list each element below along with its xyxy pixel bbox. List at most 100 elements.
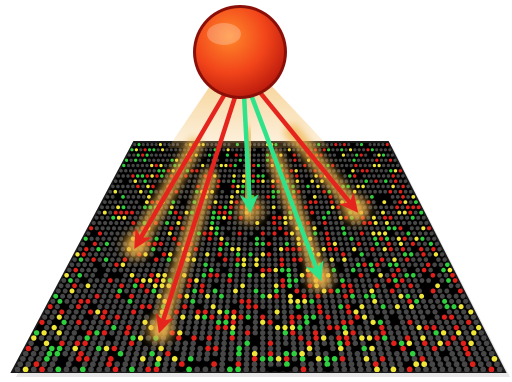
chip-spot (108, 189, 113, 194)
chip-spot (423, 257, 429, 262)
chip-spot (315, 350, 321, 357)
chip-spot (321, 247, 326, 252)
chip-spot (190, 340, 196, 347)
chip-spot (132, 283, 138, 289)
chip-spot (159, 163, 163, 168)
chip-spot (242, 247, 247, 252)
chip-spot (194, 278, 199, 283)
chip-spot (60, 293, 66, 299)
chip-spot (79, 330, 85, 336)
chip-spot (317, 189, 321, 194)
chip-spot (131, 220, 136, 226)
chip-spot (123, 272, 128, 278)
chip-spot (135, 210, 140, 215)
chip-spot (90, 288, 95, 294)
chip-spot (438, 262, 444, 268)
chip-spot (453, 309, 460, 315)
chip-spot (260, 288, 266, 294)
chip-spot (116, 184, 120, 189)
chip-spot (213, 200, 218, 205)
chip-spot (414, 366, 421, 372)
chip-spot (386, 153, 390, 157)
chip-spot (403, 179, 408, 183)
chip-spot (52, 356, 58, 362)
chip-spot (182, 304, 188, 310)
chip-spot (106, 361, 113, 368)
chip-spot (221, 335, 228, 341)
chip-spot (361, 345, 368, 352)
chip-spot (386, 257, 391, 262)
chip-spot (261, 174, 265, 178)
chip-spot (226, 179, 231, 183)
chip-spot (95, 345, 102, 352)
chip-spot (195, 267, 201, 273)
chip-spot (74, 340, 81, 347)
chip-spot (118, 252, 123, 257)
chip-spot (375, 158, 379, 162)
chip-spot (124, 169, 128, 173)
chip-spot (425, 262, 431, 268)
chip-spot (455, 283, 461, 289)
chip-spot (64, 345, 71, 352)
chip-spot (398, 340, 405, 347)
chip-spot (278, 226, 283, 231)
chip-spot (452, 278, 458, 283)
chip-spot (265, 148, 270, 152)
chip-spot (419, 262, 425, 268)
chip-spot (221, 340, 227, 347)
chip-spot (314, 174, 318, 178)
chip-spot (133, 169, 137, 173)
chip-spot (369, 314, 375, 320)
chip-spot (388, 231, 393, 236)
chip-spot (301, 184, 305, 189)
chip-spot (306, 345, 313, 352)
chip-spot (130, 335, 136, 341)
chip-spot (114, 262, 119, 268)
chip-spot (140, 174, 145, 178)
chip-spot (283, 350, 290, 357)
chip-spot (356, 361, 363, 368)
chip-spot (238, 220, 243, 226)
chip-spot (93, 350, 100, 357)
chip-spot (403, 189, 408, 194)
chip-spot (388, 361, 395, 368)
chip-spot (230, 148, 235, 152)
chip-spot (147, 356, 154, 362)
chip-spot (384, 220, 389, 226)
chip-spot (344, 267, 350, 273)
chip-spot (149, 252, 154, 257)
chip-spot (190, 262, 196, 268)
chip-spot (172, 350, 179, 357)
chip-spot (113, 200, 118, 205)
chip-spot (79, 366, 86, 372)
chip-spot (145, 153, 149, 157)
chip-spot (163, 356, 170, 362)
chip-spot (126, 184, 130, 189)
chip-spot (323, 298, 329, 304)
chip-spot (208, 272, 213, 278)
chip-spot (133, 189, 138, 194)
chip-spot (122, 335, 129, 341)
chip-spot (146, 361, 153, 368)
chip-spot (347, 314, 353, 320)
chip-spot (329, 340, 335, 347)
chip-spot (62, 350, 69, 357)
chip-spot (241, 267, 246, 273)
chip-spot (47, 304, 53, 310)
chip-spot (384, 179, 388, 183)
chip-spot (256, 163, 261, 168)
chip-spot (356, 324, 363, 331)
chip-spot (104, 241, 110, 247)
chip-spot (317, 309, 323, 315)
chip-spot (439, 293, 445, 299)
chip-spot (321, 184, 325, 189)
chip-spot (388, 189, 393, 194)
chip-spot (349, 179, 354, 183)
chip-spot (345, 220, 350, 226)
chip-spot (300, 278, 305, 283)
chip-spot (76, 319, 82, 325)
chip-spot (39, 366, 45, 372)
chip-spot (92, 267, 98, 273)
chip-spot (158, 153, 163, 157)
chip-spot (245, 309, 251, 315)
